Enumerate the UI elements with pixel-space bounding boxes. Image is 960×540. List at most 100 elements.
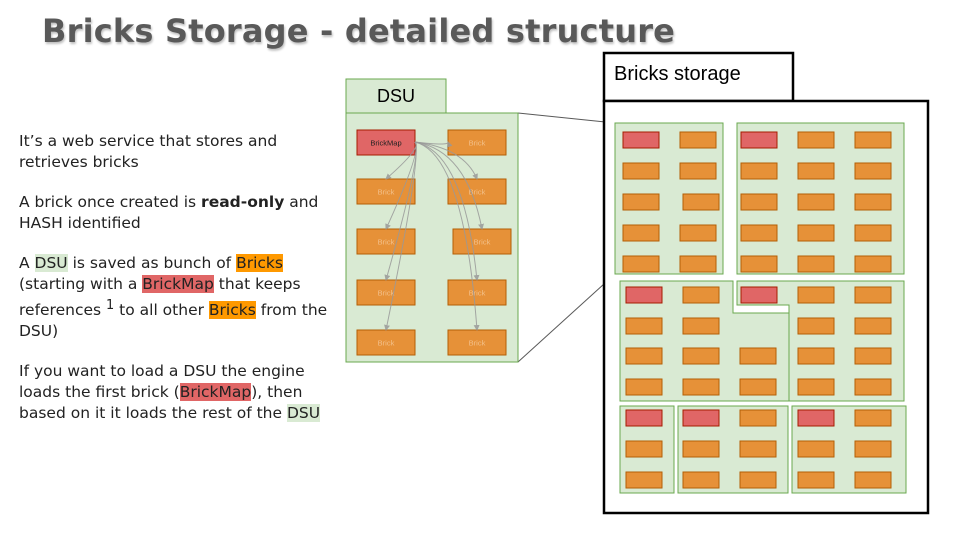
dsu-group [736,280,905,402]
brick-block [740,255,778,273]
text-run: A [19,254,35,272]
brick-block [625,471,663,489]
brick-text: Brick [378,339,395,348]
brick-block [739,378,777,396]
brick-block [797,471,835,489]
brick-block [797,255,835,273]
brick-block [447,329,507,356]
brick-block [739,347,777,365]
brick-block [797,162,835,180]
brick-text: Brick [469,139,486,148]
brick-block [622,162,660,180]
brick-block [739,409,777,427]
reference-arrow [414,141,480,281]
brick-block [854,193,892,211]
brickmap-block [625,409,663,427]
bricks-highlight: Bricks [208,301,256,320]
brick-block [797,286,835,304]
text-run: and HASH identified [19,193,319,232]
footnote-ref: 1 [106,298,115,313]
reference-arrow [414,141,480,331]
brickmap-block [622,131,660,149]
text-run: If you want to load a DSU the engine loa… [19,362,305,402]
dsu-group [677,405,789,494]
brick-block [854,224,892,242]
brick-block [854,317,892,335]
brick-block [797,131,835,149]
brick-block [452,228,512,255]
brickmap-text: BrickMap [370,139,401,148]
brick-block [797,224,835,242]
brick-block [682,193,720,211]
text-run: is saved as bunch of [67,254,237,272]
brick-text: Brick [474,238,491,247]
brick-block [682,317,720,335]
brick-block [797,193,835,211]
brick-block [854,409,892,427]
brick-block [625,440,663,458]
brick-block [740,162,778,180]
brick-block [739,440,777,458]
brick-block [622,224,660,242]
body-text: It’s a web service that stores and retri… [19,131,334,443]
brick-block [682,378,720,396]
reference-arrow [414,141,478,180]
brick-block [740,224,778,242]
brick-block [682,286,720,304]
brick-block [356,279,416,306]
brickmap-highlight: BrickMap [142,275,214,293]
slide-title: Bricks Storage - detailed structure [42,12,676,50]
text-run: (starting with a [19,275,143,293]
brick-block [797,317,835,335]
brick-block [854,440,892,458]
brick-block [854,162,892,180]
zoom-line [517,112,616,124]
storage-label-box [602,51,795,103]
brickmap-block [682,409,720,427]
reference-arrow [414,141,484,230]
brick-text: Brick [378,188,395,197]
paragraph-load-dsu: If you want to load a DSU the engine loa… [19,361,334,424]
brick-block [447,279,507,306]
text-run: to all other [114,301,209,320]
brick-block [797,347,835,365]
brick-block [356,329,416,356]
bricks-storage-label: Bricks storage [614,63,741,85]
brick-block [625,347,663,365]
brick-block [854,255,892,273]
brick-block [854,347,892,365]
brick-block [679,162,717,180]
brick-block [854,131,892,149]
brick-block [854,286,892,304]
text-run: from the DSU) [19,301,328,341]
brick-block [679,131,717,149]
brick-block [739,471,777,489]
text-run: ), then based on it it loads the rest of… [19,383,303,423]
brick-text: Brick [378,289,395,298]
text-run: A brick once created is [19,193,202,211]
dsu-highlight: DSU [286,404,321,423]
brickmap-block [625,286,663,304]
reference-arrow [384,141,417,331]
brick-block [625,378,663,396]
brick-block [622,193,660,211]
paragraph-read-only: A brick once created is read-only and HA… [19,192,334,234]
brick-text: Brick [469,289,486,298]
brick-block [797,440,835,458]
brick-block [622,255,660,273]
brickmap-block [740,131,778,149]
zoom-line [517,273,616,363]
brick-block [854,471,892,489]
paragraph-web-service: It’s a web service that stores and retri… [19,132,278,171]
brickmap-block [797,409,835,427]
brick-block [679,224,717,242]
text-run: that keeps references [19,275,301,320]
paragraph-dsu-saved: A DSU is saved as bunch of Bricks (start… [19,253,334,342]
brickmap-highlight: BrickMap [179,383,252,402]
dsu-group [791,405,907,494]
brick-block [854,378,892,396]
brick-block [682,471,720,489]
dsu-label: DSU [376,86,415,106]
brickmap-block [740,286,778,304]
